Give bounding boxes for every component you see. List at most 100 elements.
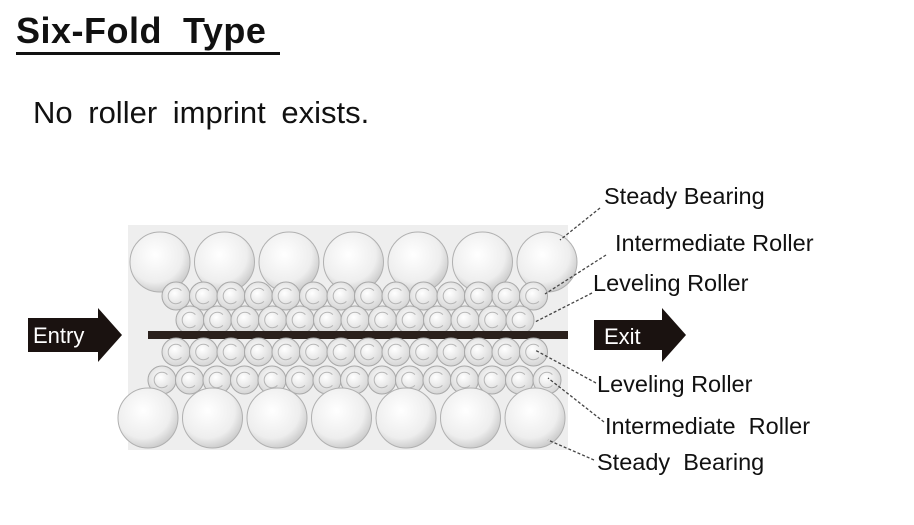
bottom-steady-bearing bbox=[117, 387, 179, 449]
bottom-intermediate-roller-detail bbox=[208, 371, 223, 389]
top-leveling-roller bbox=[505, 305, 535, 335]
top-intermediate-roller bbox=[354, 281, 383, 311]
top-leveling-roller bbox=[478, 305, 507, 335]
bottom-steady-bearing bbox=[440, 387, 501, 449]
bottom-intermediate-roller bbox=[175, 365, 204, 395]
top-intermediate-roller-detail bbox=[415, 287, 430, 305]
top-leveling-roller-detail bbox=[319, 311, 334, 329]
top-intermediate-roller-detail bbox=[195, 287, 210, 305]
bottom-leveling-roller-detail bbox=[167, 343, 182, 361]
top-intermediate-roller-detail bbox=[470, 287, 485, 305]
top-intermediate-roller-group bbox=[161, 281, 548, 311]
top-leveling-roller-detail bbox=[264, 311, 279, 329]
top-leveling-roller bbox=[230, 305, 260, 335]
top-intermediate-roller bbox=[464, 281, 493, 311]
leader-bottom-steady bbox=[547, 439, 595, 461]
bottom-leveling-roller-detail bbox=[415, 343, 430, 361]
leader-top-intermediate bbox=[544, 254, 607, 295]
bottom-leveling-roller bbox=[299, 337, 328, 367]
bottom-intermediate-roller bbox=[285, 365, 314, 395]
entry-arrow: Entry bbox=[28, 308, 122, 362]
bottom-leveling-roller bbox=[381, 337, 411, 367]
bottom-leveling-roller bbox=[409, 337, 438, 367]
top-intermediate-roller bbox=[271, 281, 301, 311]
bottom-intermediate-roller bbox=[367, 365, 397, 395]
top-leveling-roller-detail bbox=[291, 311, 306, 329]
bottom-intermediate-roller bbox=[422, 365, 452, 395]
top-leveling-roller-detail bbox=[374, 311, 389, 329]
bottom-intermediate-roller-detail bbox=[401, 371, 416, 389]
top-leveling-roller bbox=[313, 305, 342, 335]
bottom-leveling-roller-detail bbox=[525, 343, 540, 361]
label-bottom-leveling-roller: Leveling Roller bbox=[597, 371, 753, 397]
bottom-steady-bearing bbox=[246, 387, 308, 449]
top-intermediate-roller bbox=[409, 281, 438, 311]
bottom-intermediate-roller-detail bbox=[153, 371, 168, 389]
top-leveling-roller bbox=[175, 305, 205, 335]
top-intermediate-roller bbox=[216, 281, 246, 311]
bottom-intermediate-roller-detail bbox=[291, 371, 306, 389]
bottom-intermediate-roller bbox=[230, 365, 259, 395]
top-leveling-roller bbox=[285, 305, 315, 335]
bottom-leveling-roller-detail bbox=[442, 343, 457, 361]
top-steady-bearing bbox=[516, 231, 578, 293]
top-intermediate-roller-detail bbox=[497, 287, 512, 305]
top-intermediate-roller bbox=[381, 281, 411, 311]
bottom-intermediate-roller-detail bbox=[181, 371, 196, 389]
bottom-intermediate-roller-detail bbox=[428, 371, 443, 389]
top-intermediate-roller bbox=[244, 281, 273, 311]
top-leveling-roller-detail bbox=[456, 311, 471, 329]
top-intermediate-roller-detail bbox=[222, 287, 237, 305]
leader-bottom-intermediate bbox=[547, 377, 605, 423]
bottom-leveling-roller bbox=[436, 337, 466, 367]
top-leveling-roller bbox=[368, 305, 397, 335]
bottom-leveling-roller bbox=[491, 337, 521, 367]
bottom-leveling-roller-detail bbox=[497, 343, 512, 361]
top-intermediate-roller-detail bbox=[167, 287, 182, 305]
bottom-intermediate-roller-detail bbox=[373, 371, 388, 389]
exit-label: Exit bbox=[604, 324, 641, 349]
bottom-leveling-roller bbox=[354, 337, 383, 367]
top-leveling-roller bbox=[395, 305, 425, 335]
bottom-intermediate-roller-detail bbox=[483, 371, 498, 389]
bottom-leveling-roller-detail bbox=[387, 343, 402, 361]
top-intermediate-roller-detail bbox=[387, 287, 402, 305]
bottom-leveling-roller-detail bbox=[305, 343, 320, 361]
bottom-steady-bearing bbox=[311, 387, 372, 449]
top-leveling-roller-detail bbox=[484, 311, 499, 329]
top-intermediate-roller bbox=[519, 281, 548, 311]
bottom-leveling-roller bbox=[271, 337, 301, 367]
top-intermediate-roller bbox=[299, 281, 328, 311]
top-intermediate-roller bbox=[436, 281, 466, 311]
bottom-leveling-roller-detail bbox=[470, 343, 485, 361]
bottom-steady-bearing bbox=[504, 387, 566, 449]
bottom-leveling-roller-group bbox=[161, 337, 548, 367]
subtitle: No roller imprint exists. bbox=[33, 95, 370, 130]
leader-lines bbox=[534, 207, 607, 461]
top-leveling-roller-detail bbox=[209, 311, 224, 329]
top-leveling-roller bbox=[258, 305, 287, 335]
leader-bottom-leveling bbox=[534, 349, 597, 384]
bottom-leveling-roller-detail bbox=[195, 343, 210, 361]
label-top-intermediate-roller: Intermediate Roller bbox=[615, 230, 814, 256]
top-intermediate-roller-detail bbox=[305, 287, 320, 305]
top-intermediate-roller-detail bbox=[332, 287, 347, 305]
top-leveling-roller bbox=[450, 305, 480, 335]
bottom-intermediate-roller-detail bbox=[511, 371, 526, 389]
bottom-leveling-roller bbox=[189, 337, 218, 367]
top-leveling-roller-detail bbox=[346, 311, 361, 329]
top-leveling-roller bbox=[203, 305, 232, 335]
page-title: Six-Fold Type bbox=[16, 10, 267, 51]
top-leveling-roller-detail bbox=[181, 311, 196, 329]
bottom-leveling-roller-detail bbox=[332, 343, 347, 361]
top-steady-bearing-group bbox=[129, 231, 578, 293]
top-intermediate-roller-detail bbox=[442, 287, 457, 305]
bottom-steady-bearing bbox=[182, 387, 243, 449]
bottom-intermediate-roller-detail bbox=[456, 371, 471, 389]
top-intermediate-roller-detail bbox=[250, 287, 265, 305]
bottom-leveling-roller-detail bbox=[222, 343, 237, 361]
label-top-steady-bearing: Steady Bearing bbox=[604, 183, 765, 209]
top-leveling-roller-detail bbox=[236, 311, 251, 329]
bottom-intermediate-roller bbox=[477, 365, 507, 395]
entry-label: Entry bbox=[33, 323, 84, 348]
